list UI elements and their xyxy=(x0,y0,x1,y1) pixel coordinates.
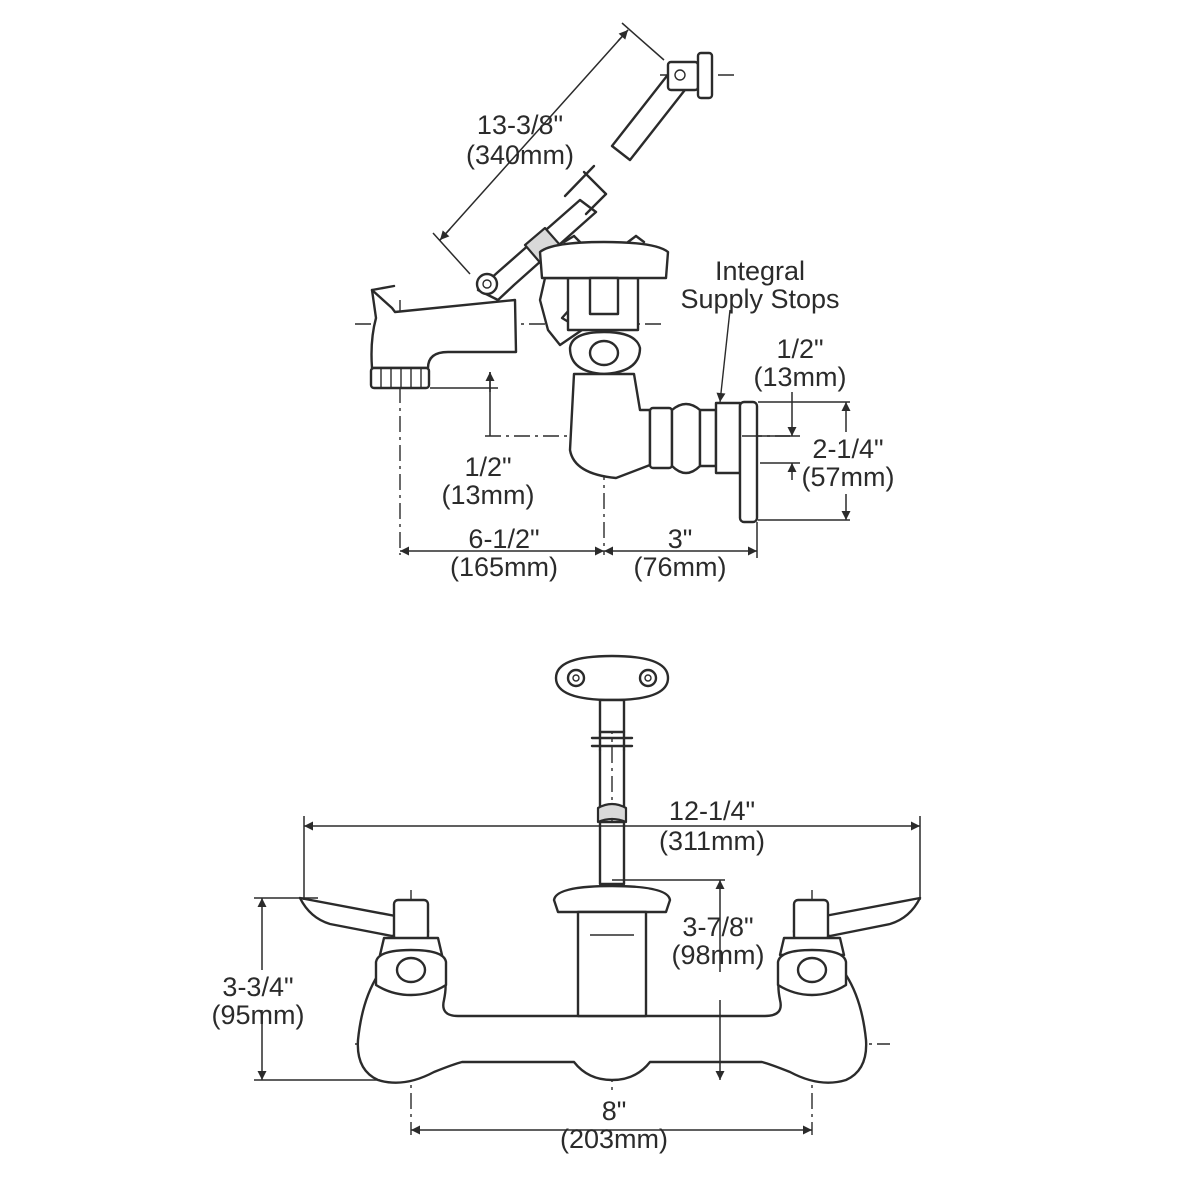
vacuum-breaker-height-imperial: 3-7/8" xyxy=(682,912,753,942)
hose-length-metric: (340mm) xyxy=(466,140,574,170)
side-view: 13-3/8" (340mm) Integral Supply Stops 1/… xyxy=(355,22,895,582)
spout-drop-imperial: 1/2" xyxy=(464,452,511,482)
vacuum-breaker-height-metric: (98mm) xyxy=(672,940,765,970)
hose-pivot xyxy=(475,272,499,296)
valve-body xyxy=(538,234,759,524)
wall-offset-imperial: 3" xyxy=(668,524,693,554)
body-height-metric: (95mm) xyxy=(212,1000,305,1030)
supply-stop-nut xyxy=(670,402,702,475)
hose-length-imperial: 13-3/8" xyxy=(477,110,563,140)
vacuum-breaker-front xyxy=(552,884,672,914)
supply-stop-body xyxy=(714,401,742,475)
flange-height-metric: (57mm) xyxy=(802,462,895,492)
overall-width-dimension xyxy=(303,816,921,900)
spout-reach-metric: (165mm) xyxy=(450,552,558,582)
hose-front xyxy=(590,698,634,886)
stem-nut xyxy=(588,276,620,316)
spout xyxy=(369,284,518,390)
stop-offset-imperial: 1/2" xyxy=(776,334,823,364)
hose-length-dimension xyxy=(432,22,665,275)
centers-imperial: 8" xyxy=(602,1096,627,1126)
vacuum-breaker-cap xyxy=(538,240,670,280)
front-view: 12-1/4" (311mm) 3-7/8" (98mm) 3-3/4" (95… xyxy=(212,654,922,1154)
wall-hook-bracket xyxy=(696,51,714,100)
body-height-dimension xyxy=(254,897,380,1081)
spout-drop-dimension xyxy=(430,372,498,436)
wall-flange xyxy=(738,400,759,524)
supply-stops-label-line2: Supply Stops xyxy=(680,284,839,314)
centers-metric: (203mm) xyxy=(560,1124,668,1154)
wall-hook-plate xyxy=(554,654,670,702)
flange-height-imperial: 2-1/4" xyxy=(812,434,883,464)
overall-width-metric: (311mm) xyxy=(659,826,765,856)
stop-offset-metric: (13mm) xyxy=(754,362,847,392)
supply-stops-leader xyxy=(716,309,731,403)
spout-reach-imperial: 6-1/2" xyxy=(468,524,539,554)
supply-stops-label-line1: Integral xyxy=(715,256,805,286)
faucet-body-front xyxy=(298,884,922,1084)
spout-drop-metric: (13mm) xyxy=(442,480,535,510)
vacuum-breaker-height-dimension xyxy=(612,879,725,1080)
body-height-imperial: 3-3/4" xyxy=(222,972,293,1002)
overall-width-imperial: 12-1/4" xyxy=(669,796,755,826)
wall-offset-metric: (76mm) xyxy=(634,552,727,582)
spout-outlet-thread xyxy=(369,366,431,390)
